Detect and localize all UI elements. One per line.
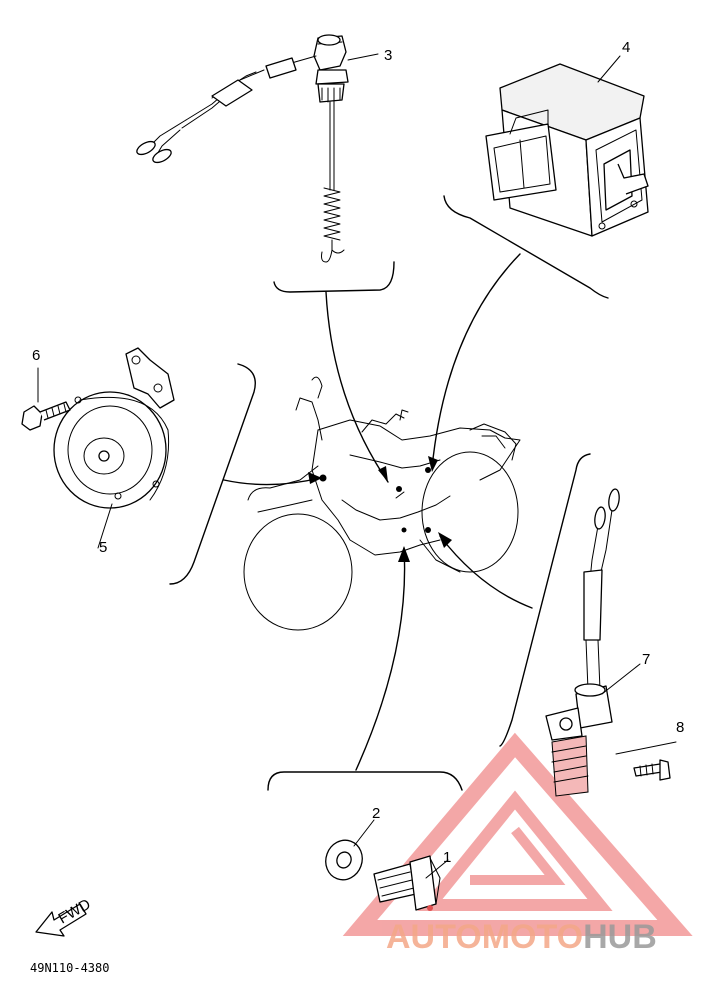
part-1-switch xyxy=(373,855,441,911)
watermark-part-3: HUB xyxy=(583,918,657,956)
watermark-logo xyxy=(342,732,693,936)
part-3-switch-assembly xyxy=(136,34,349,263)
fwd-label: FWD xyxy=(56,896,94,928)
callout-2: 2 xyxy=(372,805,380,822)
motorcycle-outline xyxy=(243,376,521,631)
callout-4: 4 xyxy=(622,39,630,56)
callout-1: 1 xyxy=(443,849,451,866)
callout-numbers: 1 2 3 4 5 6 7 8 xyxy=(32,39,684,866)
part-8-screw xyxy=(633,759,671,781)
watermark-part-2: MOTO xyxy=(482,918,583,956)
part-6-bolt xyxy=(21,401,71,431)
part-2-washer xyxy=(325,839,363,881)
leader-lines xyxy=(169,195,609,791)
spring-coil xyxy=(323,187,341,241)
fwd-arrow: FWD xyxy=(35,896,94,937)
callout-6: 6 xyxy=(32,347,40,364)
part-7-sensor xyxy=(545,488,620,797)
callout-leaders xyxy=(37,53,677,879)
watermark-part-1: AUTO xyxy=(386,918,482,956)
part-4-relay xyxy=(485,63,649,237)
callout-3: 3 xyxy=(384,47,392,64)
callout-5: 5 xyxy=(99,539,107,556)
watermark-text: AUTOMOTOHUB xyxy=(386,918,657,956)
callout-8: 8 xyxy=(676,719,684,736)
watermark-auto: AUTOMOTOHUB xyxy=(386,918,657,956)
part-code: 49N110-4380 xyxy=(30,961,109,975)
part-5-horn xyxy=(53,347,175,509)
callout-7: 7 xyxy=(642,651,650,668)
sensor-thread xyxy=(551,735,589,797)
